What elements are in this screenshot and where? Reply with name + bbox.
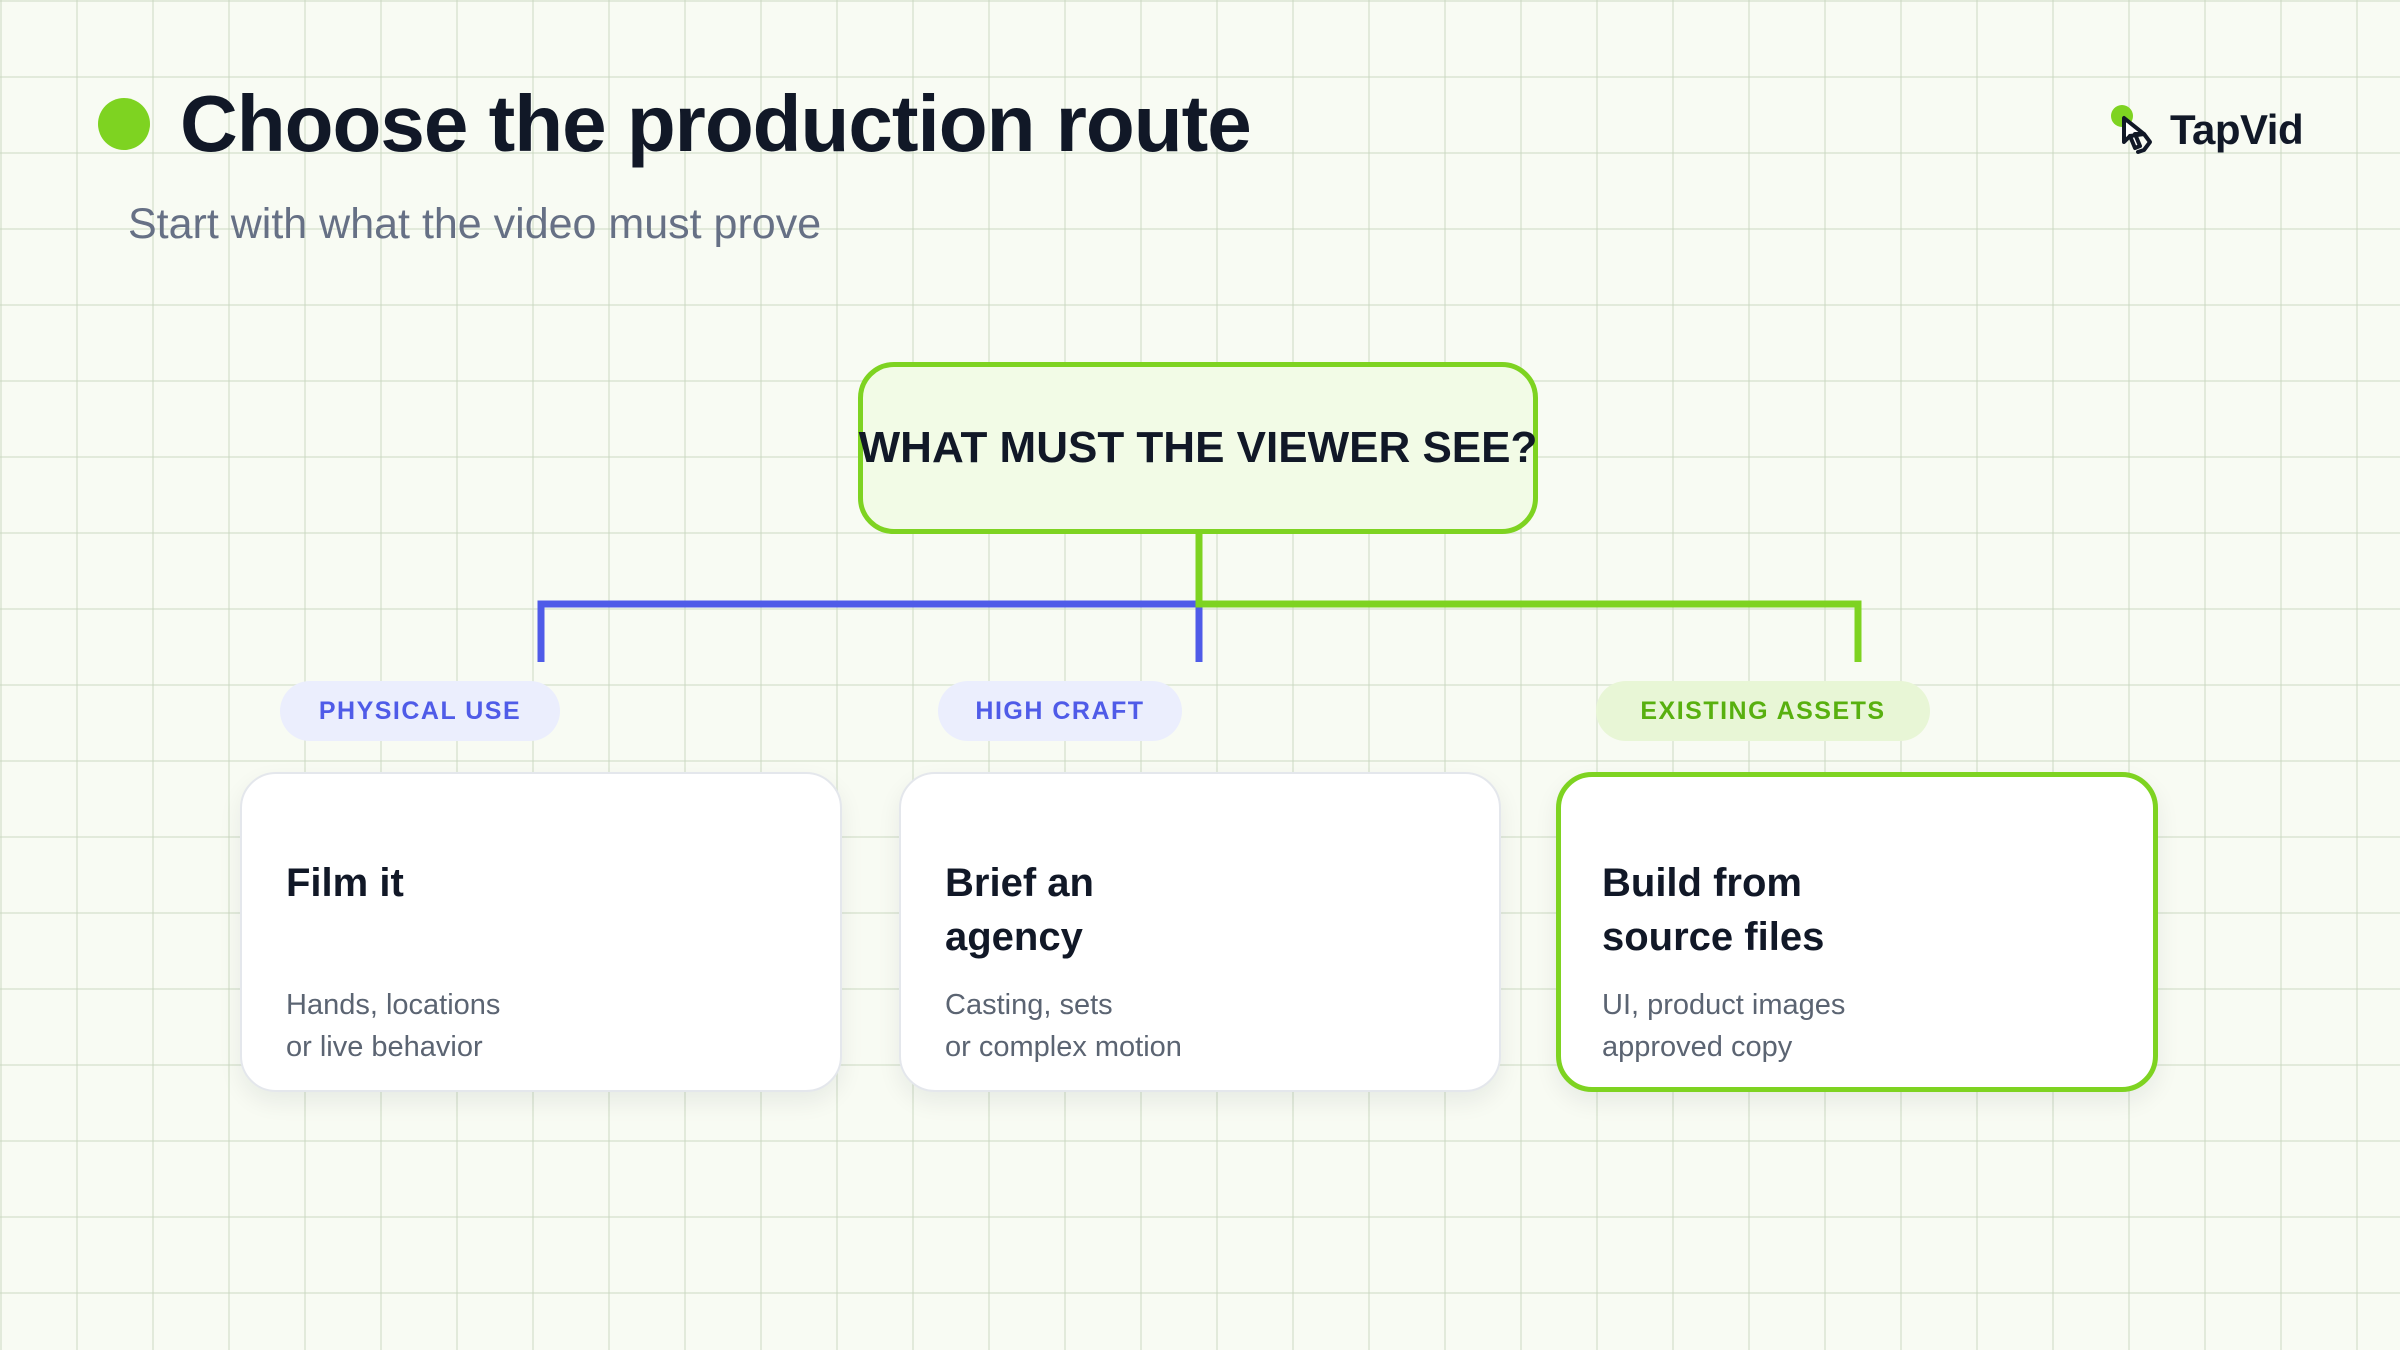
card-desc-line: or live behavior	[286, 1031, 483, 1063]
card-title-line: Film it	[286, 861, 404, 905]
card-title: Brief an agency	[945, 856, 1094, 964]
card-title-line: Brief an	[945, 861, 1094, 905]
green-connector	[1195, 534, 1862, 662]
card-desc-line: UI, product images	[1602, 989, 1846, 1021]
card-title-line: Build from	[1602, 861, 1802, 905]
title-bullet-dot	[98, 98, 150, 150]
card-build-from-source-files: Build from source files UI, product imag…	[1556, 772, 2158, 1092]
brand-logo: TapVid	[2104, 98, 2304, 162]
tag-physical-use: PHYSICAL USE	[280, 681, 560, 741]
card-title: Build from source files	[1602, 856, 1824, 964]
card-desc-line: Casting, sets	[945, 989, 1113, 1021]
card-brief-an-agency: Brief an agency Casting, sets or complex…	[899, 772, 1501, 1092]
card-desc-line: approved copy	[1602, 1031, 1793, 1063]
tag-high-craft: HIGH CRAFT	[938, 681, 1182, 741]
tag-label: PHYSICAL USE	[318, 696, 522, 725]
page-title: Choose the production route	[180, 79, 1252, 168]
blue-connector	[537, 600, 1203, 662]
root-question-node: WHAT MUST THE VIEWER SEE?	[858, 362, 1538, 534]
tag-label: HIGH CRAFT	[975, 696, 1145, 725]
card-title-line: source files	[1602, 915, 1825, 959]
tag-existing-assets: EXISTING ASSETS	[1596, 681, 1930, 741]
card-title-line: agency	[945, 915, 1083, 959]
page-subtitle: Start with what the video must prove	[128, 200, 822, 248]
card-description: Casting, sets or complex motion	[945, 984, 1182, 1068]
card-desc-line: Hands, locations	[286, 989, 501, 1021]
tap-cursor-icon	[2104, 98, 2162, 162]
brand-name: TapVid	[2170, 106, 2304, 153]
card-description: UI, product images approved copy	[1602, 984, 1845, 1068]
card-description: Hands, locations or live behavior	[286, 984, 500, 1068]
card-desc-line: or complex motion	[945, 1031, 1182, 1063]
card-film-it: Film it Hands, locations or live behavio…	[240, 772, 842, 1092]
card-title: Film it	[286, 856, 404, 910]
root-question-text: WHAT MUST THE VIEWER SEE?	[858, 423, 1538, 472]
tag-label: EXISTING ASSETS	[1640, 696, 1886, 725]
